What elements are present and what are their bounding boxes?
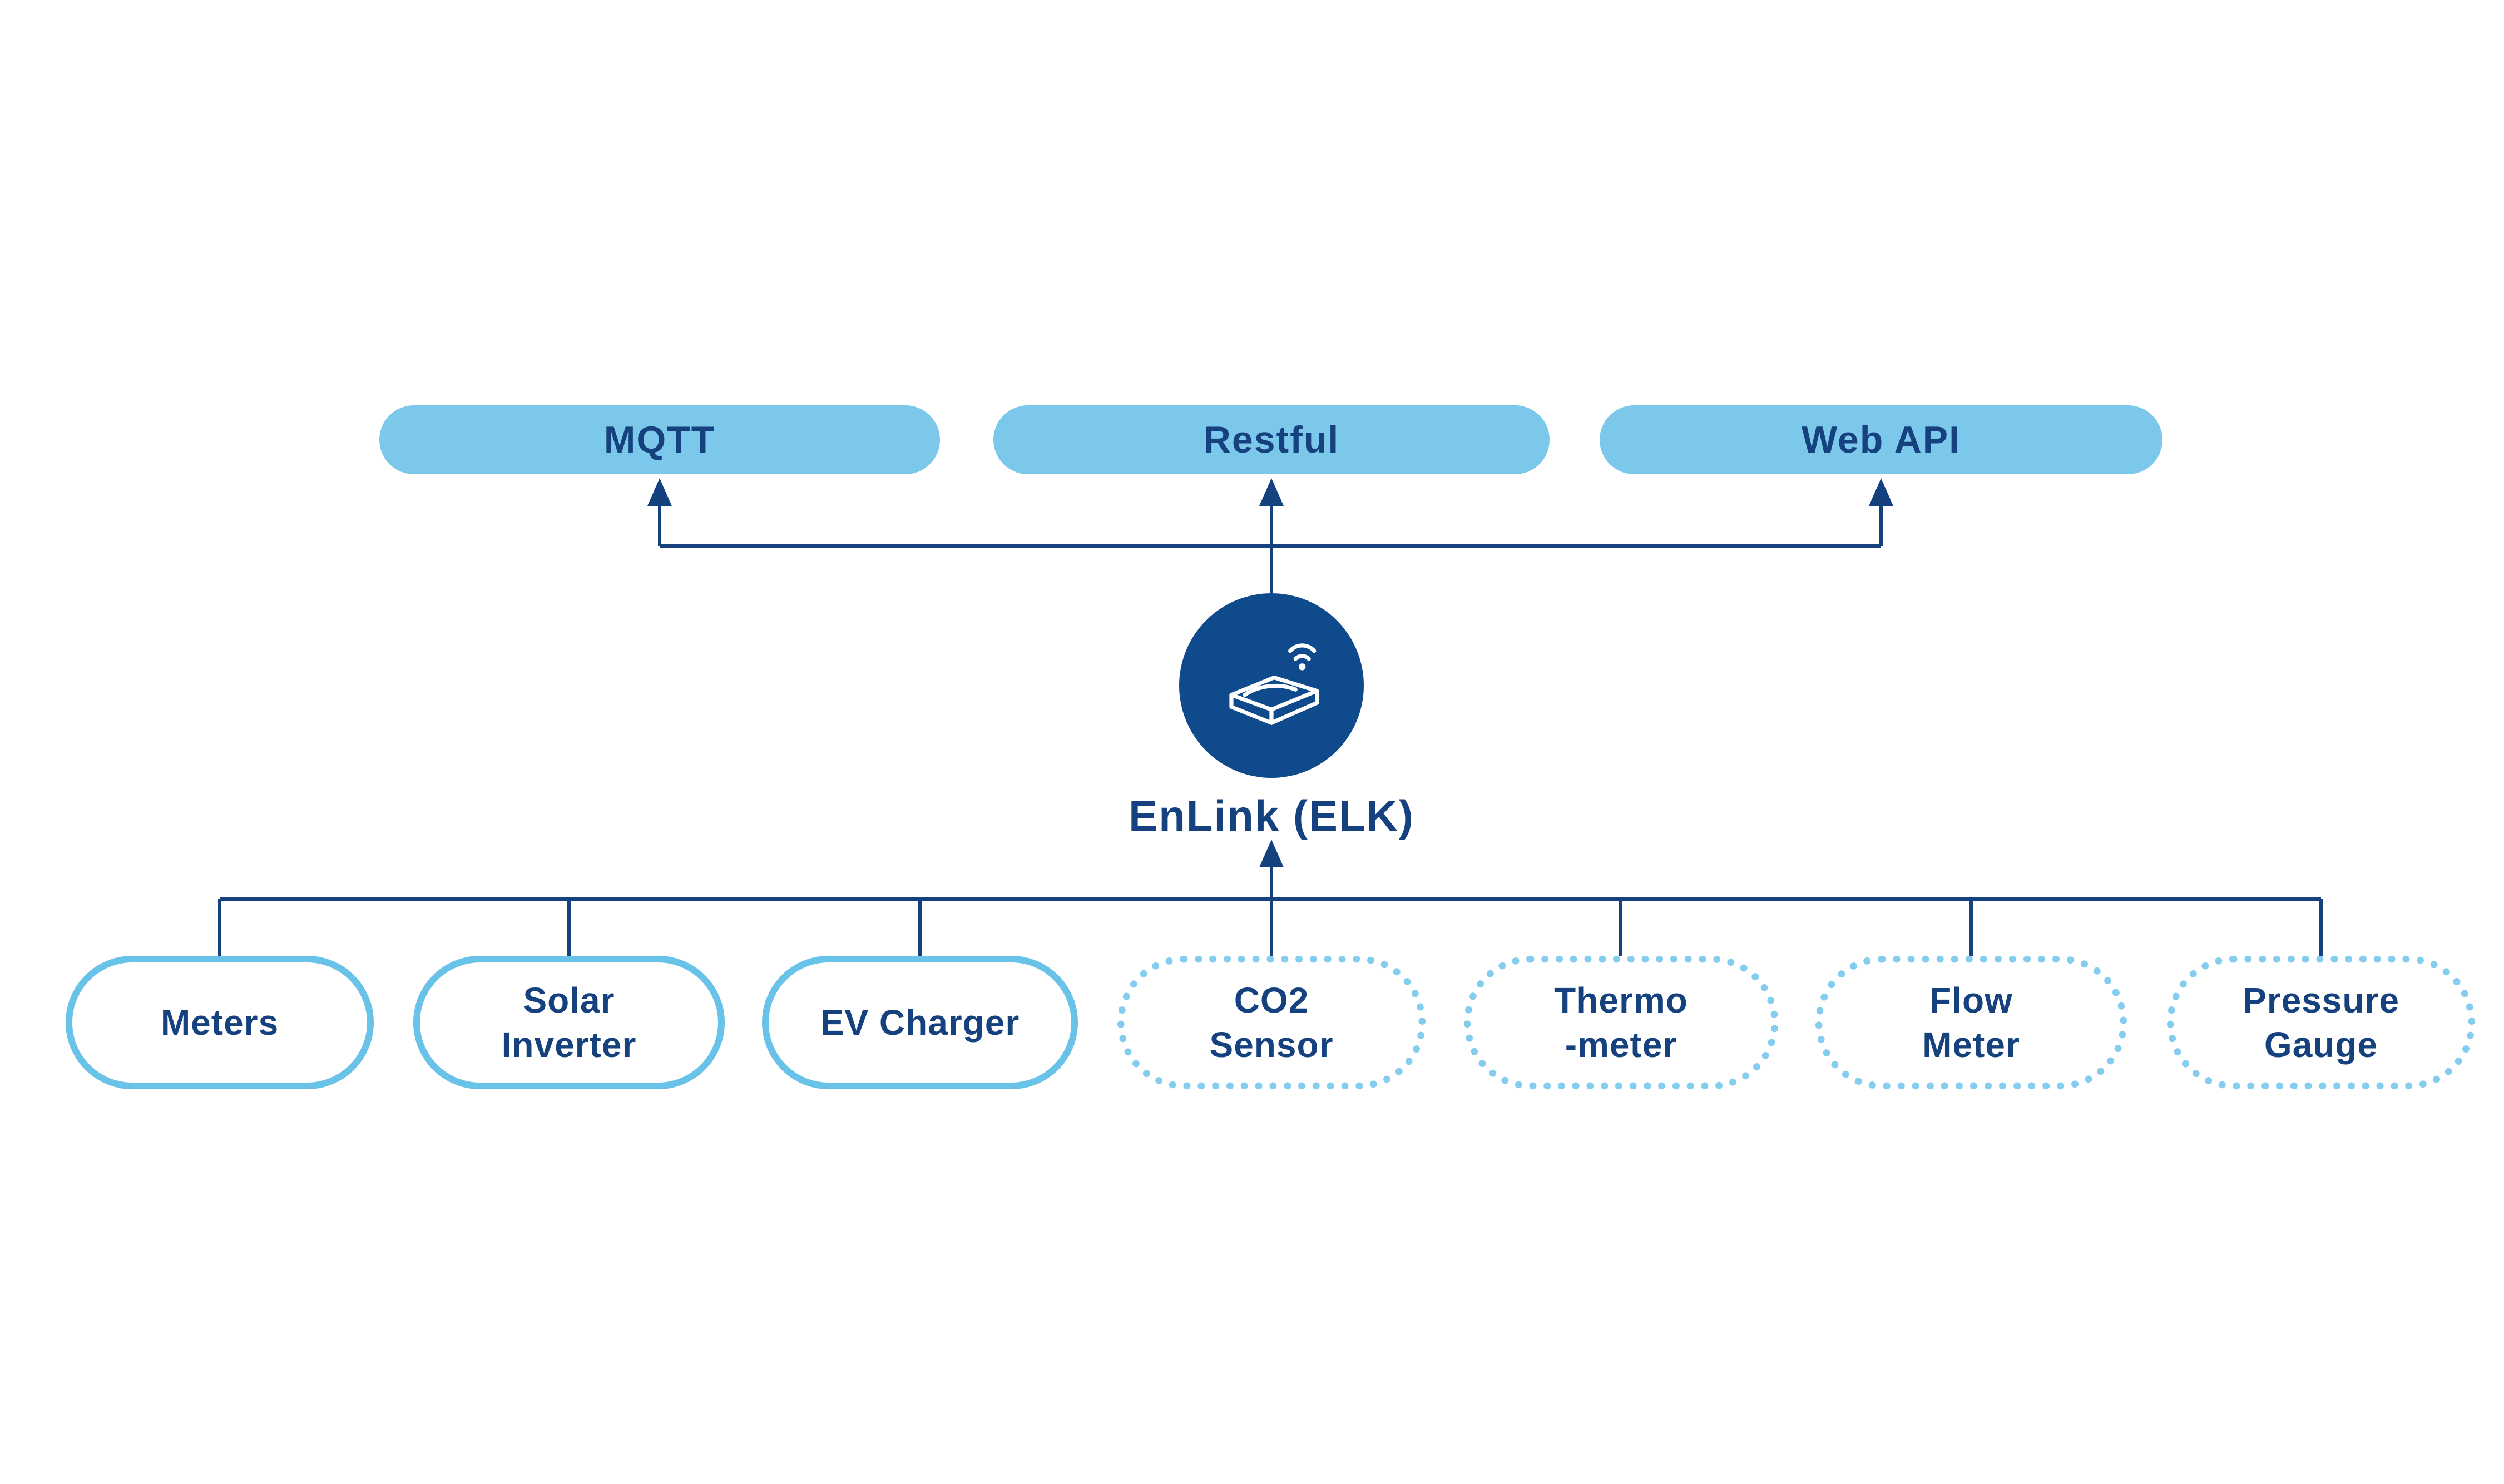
device-label: Flow Meter [1922, 980, 2020, 1065]
hub-circle [1179, 593, 1364, 778]
protocol-label: Restful [1203, 419, 1340, 461]
device-pill-meters: Meters [66, 956, 374, 1089]
device-pill-co2-sensor: CO2 Sensor [1117, 956, 1426, 1089]
device-pill-thermometer: Thermo -meter [1464, 956, 1778, 1089]
protocol-pill-restful: Restful [993, 405, 1550, 474]
device-label: Solar Inverter [501, 980, 637, 1065]
device-label: CO2 Sensor [1209, 980, 1334, 1065]
device-pill-pressure-gauge: Pressure Gauge [2167, 956, 2475, 1089]
device-label: Meters [160, 1002, 279, 1043]
device-label: Pressure Gauge [2243, 980, 2399, 1065]
device-pill-solar-inverter: Solar Inverter [413, 956, 725, 1089]
device-label: Thermo -meter [1554, 980, 1688, 1065]
protocol-pill-web-api: Web API [1600, 405, 2162, 474]
protocol-label: Web API [1801, 419, 1961, 461]
hub-label: EnLink (ELK) [1129, 791, 1414, 840]
protocol-pill-mqtt: MQTT [379, 405, 940, 474]
connector-paths [218, 505, 2323, 957]
arrow-up-icons [647, 478, 1893, 867]
device-pill-ev-charger: EV Charger [762, 956, 1078, 1089]
device-pill-flow-meter: Flow Meter [1815, 956, 2127, 1089]
gateway-wifi-icon [1229, 643, 1319, 725]
protocol-label: MQTT [603, 419, 716, 461]
device-label: EV Charger [820, 1002, 1020, 1043]
